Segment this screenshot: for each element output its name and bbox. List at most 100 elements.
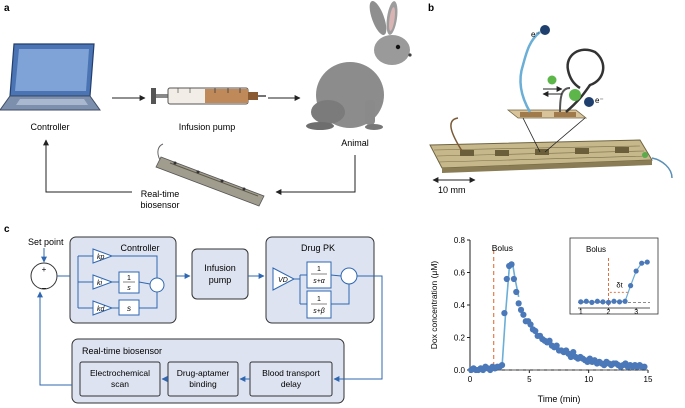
inset-data-point: [633, 268, 639, 274]
y-tick-label: 0.2: [454, 334, 466, 343]
data-point: [508, 261, 515, 268]
biosensor-device-icon: [429, 25, 673, 179]
data-point: [498, 362, 506, 369]
bolus-label: Bolus: [492, 243, 513, 253]
aptamer-line2: binding: [189, 379, 217, 389]
data-point: [527, 321, 534, 328]
delta-t-label: δt: [616, 280, 623, 289]
x-tick-label: 0: [468, 375, 473, 384]
controller-label: Controller: [30, 122, 69, 132]
inset-data-point: [611, 298, 617, 304]
sum-plus-sign: +: [42, 265, 47, 274]
scale-bar-label: 10 mm: [438, 185, 466, 195]
inset-data-point: [594, 298, 600, 304]
data-point: [546, 337, 553, 344]
biosensor-label-line2: biosensor: [140, 200, 179, 210]
y-axis-label: Dox concentration (μM): [429, 261, 439, 350]
data-point: [532, 327, 539, 335]
x-tick-label: 10: [584, 375, 593, 384]
inset-x-tick-label: 2: [607, 309, 611, 316]
infusion-pump-label: Infusion pump: [179, 122, 236, 132]
controller-box-title: Controller: [120, 243, 159, 253]
panel-label-c: c: [4, 224, 10, 235]
data-point: [517, 306, 525, 313]
data-point: [513, 288, 520, 296]
derivative-block-label: s: [127, 304, 131, 313]
pid-gain-blocks: [77, 248, 165, 316]
biosensor-box-title: Real-time biosensor: [82, 346, 162, 356]
inset-data-point: [622, 298, 628, 304]
electron-label-right: e⁻: [595, 96, 604, 105]
x-axis-label: Time (min): [538, 394, 581, 404]
arrow-animal-to-biosensor: [275, 155, 356, 195]
gain-kp-label: kp: [97, 254, 105, 261]
infusion-box-line2: pump: [209, 275, 232, 285]
syringe-icon: [151, 87, 266, 105]
electrochemical-scan-block: [79, 361, 161, 397]
y-tick-label: 0.8: [454, 236, 466, 245]
data-point: [503, 275, 510, 283]
gain-kd-label: kd: [97, 306, 106, 313]
y-tick-label: 0.4: [454, 301, 466, 310]
beta-numerator: 1: [317, 296, 321, 303]
laptop-icon: [0, 43, 101, 111]
sum-minus-sign: −: [42, 284, 47, 293]
inset-data-point: [644, 259, 650, 265]
biosensor-strip-icon: [155, 143, 265, 207]
panel-label-a: a: [4, 3, 10, 14]
vd-block-label: VD: [278, 277, 288, 284]
echem-line1: Electrochemical: [90, 368, 150, 378]
data-point: [510, 275, 518, 283]
integrator-denominator: s: [127, 285, 131, 292]
set-point-label: Set point: [28, 237, 64, 247]
panel-label-b: b: [428, 3, 434, 14]
data-point: [641, 363, 648, 370]
inset-data-point: [589, 299, 595, 305]
inset-data-point: [616, 299, 623, 305]
blood-line2: delay: [281, 379, 302, 389]
data-point: [570, 349, 577, 356]
rabbit-icon: [306, 0, 412, 130]
infusion-box-line1: Infusion: [204, 263, 236, 273]
pk-blocks: [272, 261, 374, 319]
inset-data-point: [578, 299, 584, 305]
arrow-biosensor-to-controller: [43, 139, 132, 193]
biosensor-label-line1: Real-time: [141, 189, 180, 199]
electron-label-top: e⁻: [531, 30, 540, 39]
inset-data-point: [605, 299, 612, 305]
inset-data-point: [600, 299, 606, 305]
inset-chart: 1 2 3 Bolus δt: [569, 237, 659, 316]
arrow-pk-to-biosensor: [333, 275, 383, 382]
blood-line1: Blood transport: [262, 368, 320, 378]
aptamer-line1: Drug-aptamer: [177, 368, 230, 378]
x-tick-label: 15: [644, 375, 653, 384]
alpha-numerator: 1: [317, 266, 321, 273]
echem-line2: scan: [111, 379, 129, 389]
beta-denominator: s+β: [313, 308, 325, 315]
data-point: [520, 311, 527, 318]
inset-data-point: [628, 283, 634, 289]
drug-pk-title: Drug PK: [301, 243, 335, 253]
y-tick-label: 0.6: [454, 269, 466, 278]
inset-data-point: [583, 298, 589, 304]
arrow-feedback-to-sum: [37, 291, 72, 386]
infusion-pump-box: [191, 248, 249, 300]
animal-label: Animal: [341, 138, 369, 148]
gain-ki-label: ki: [97, 280, 103, 287]
data-point: [567, 353, 574, 361]
summing-junction: + −: [30, 262, 58, 293]
integrator-numerator: 1: [127, 275, 131, 282]
inset-bolus-label: Bolus: [586, 245, 606, 254]
alpha-denominator: s+α: [313, 278, 326, 285]
data-point: [501, 310, 508, 317]
x-tick-label: 5: [527, 375, 532, 384]
inset-x-tick-label: 3: [634, 309, 638, 316]
data-point: [553, 342, 560, 349]
data-point: [515, 300, 522, 307]
inset-data-point: [639, 260, 645, 266]
y-tick-label: 0.0: [454, 366, 466, 375]
inset-x-tick-label: 1: [579, 309, 583, 316]
